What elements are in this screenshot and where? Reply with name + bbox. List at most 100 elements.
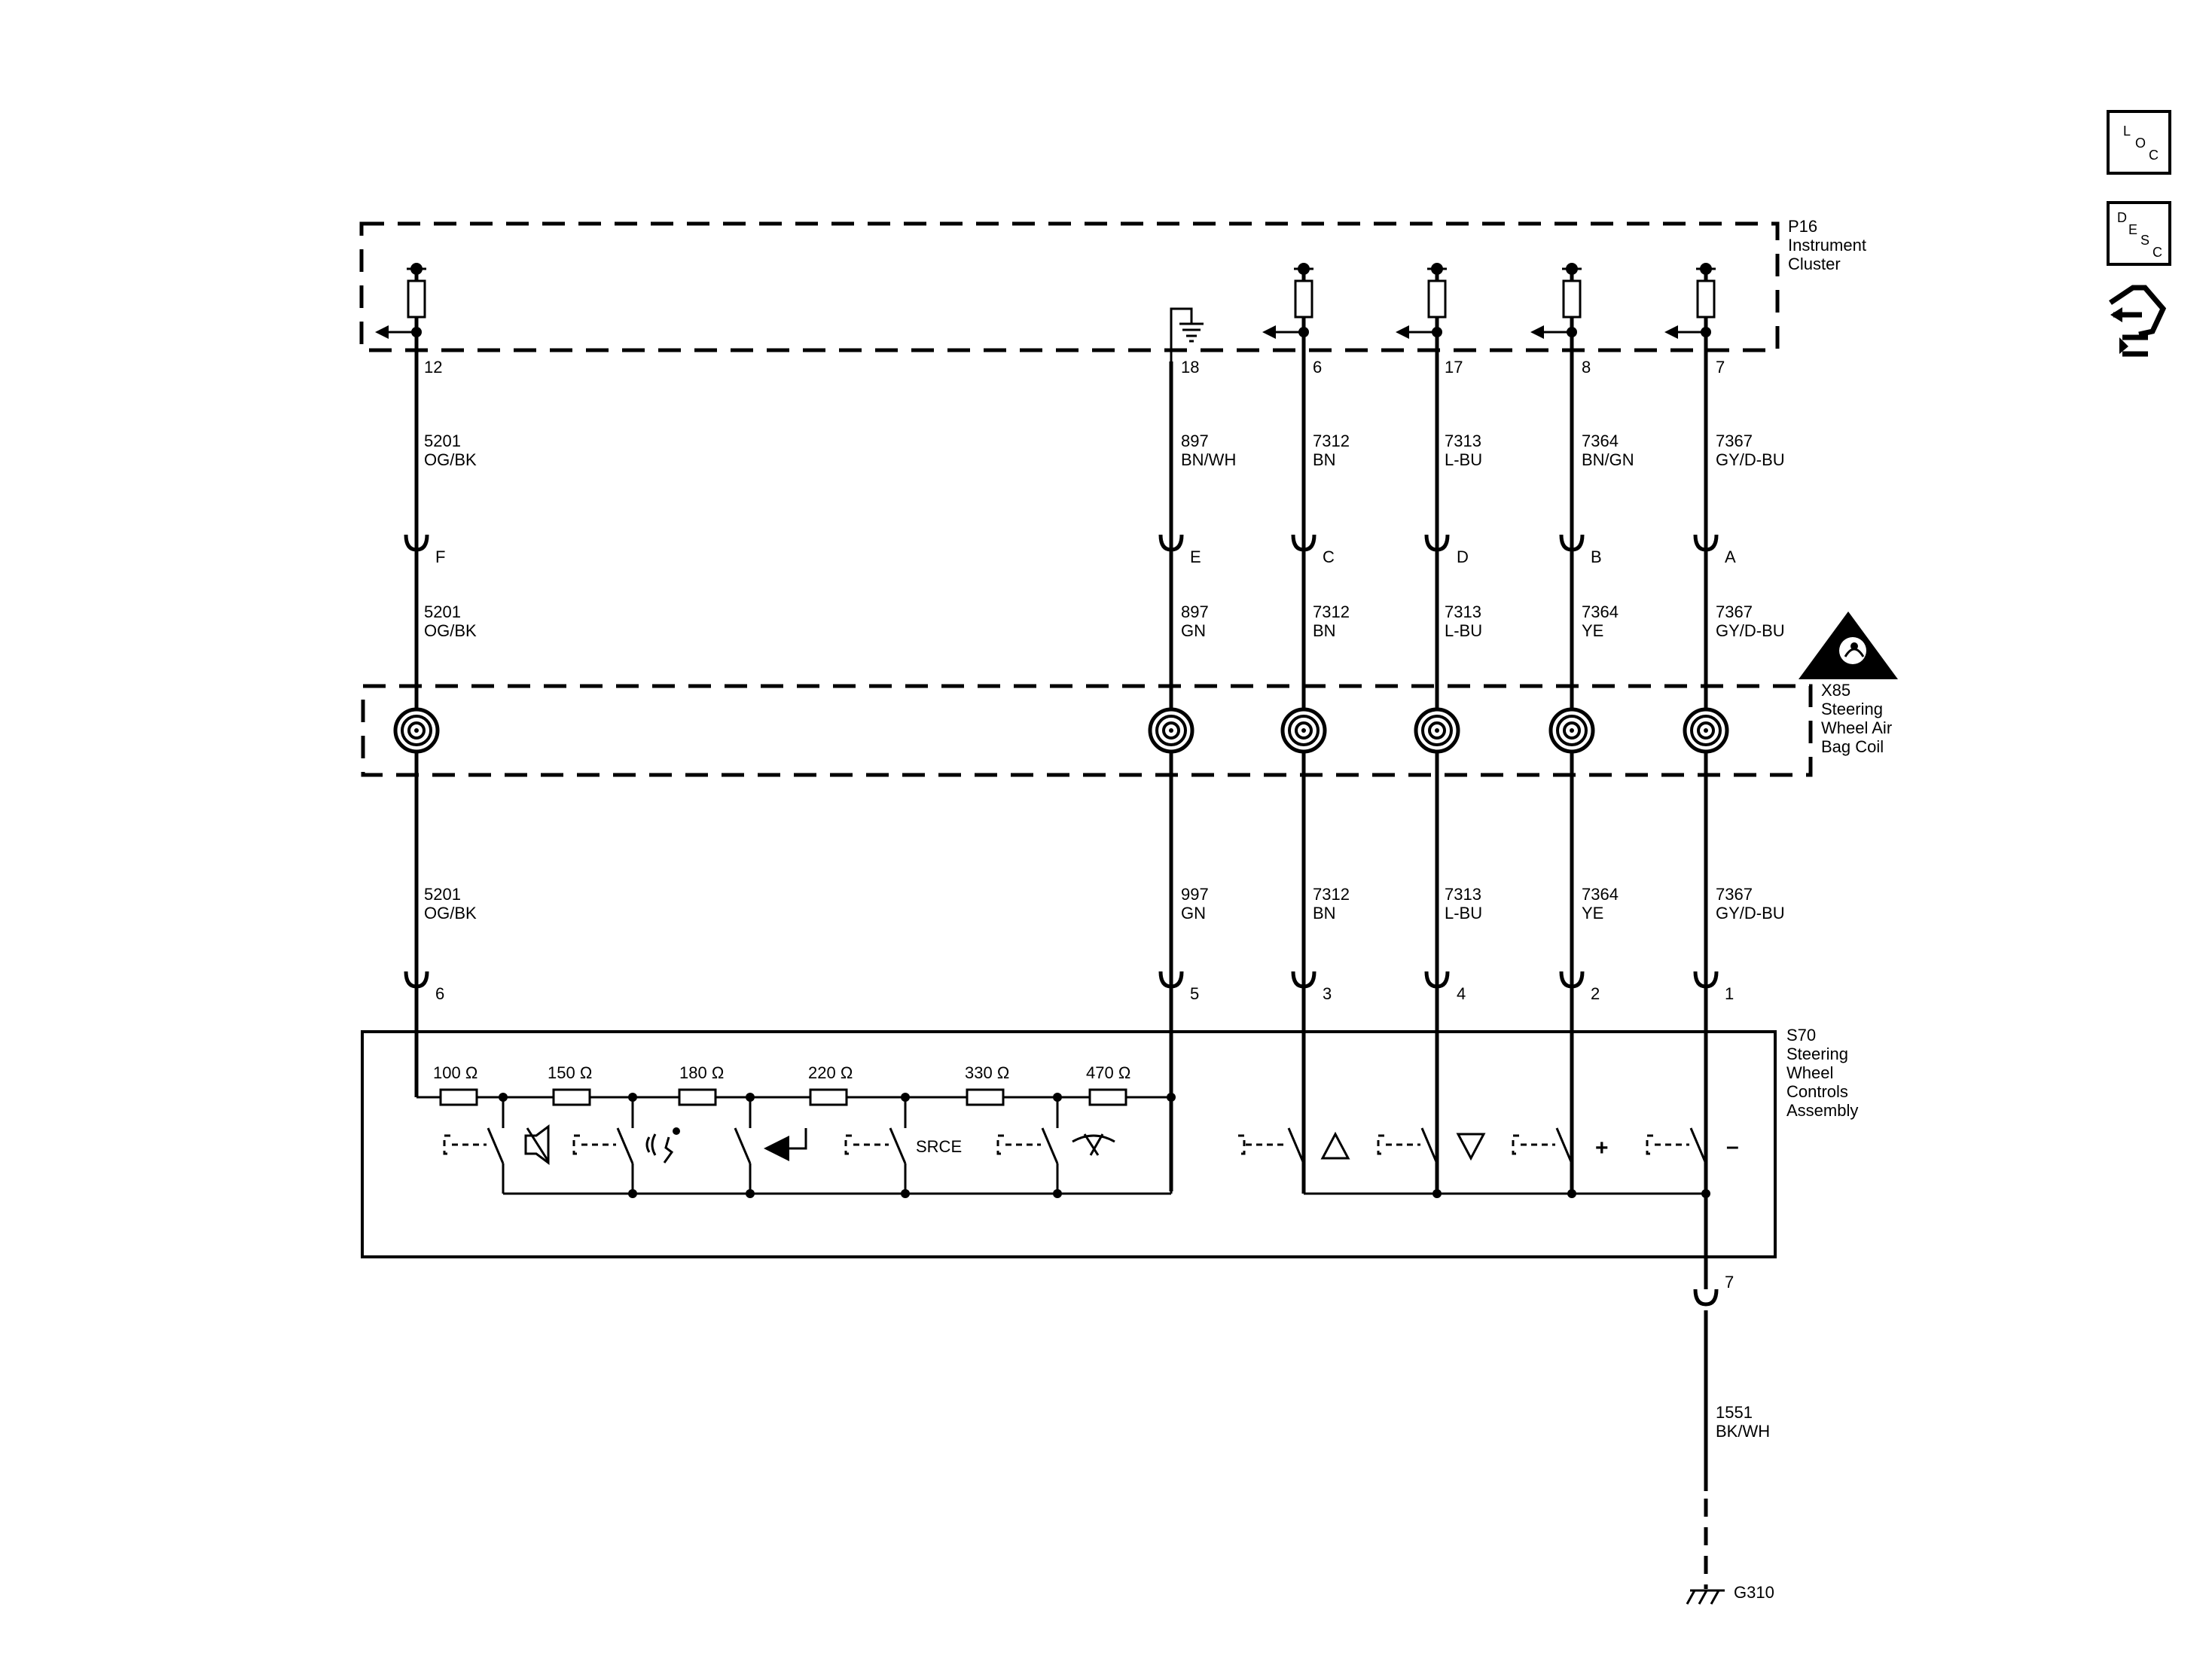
loc-letter-l: L — [2123, 124, 2131, 139]
g310-label: G310 — [1734, 1583, 1774, 1602]
svg-text:BN: BN — [1313, 904, 1336, 923]
s70-connector-3 — [1291, 971, 1317, 989]
svg-text:GY/D-BU: GY/D-BU — [1716, 621, 1785, 640]
x85-label-4: Bag Coil — [1821, 737, 1884, 756]
s70-connector-5 — [1158, 971, 1184, 989]
desc-letter-s: S — [2140, 233, 2150, 248]
svg-text:OG/BK: OG/BK — [424, 621, 477, 640]
p16-pin-7: 7 — [1716, 358, 1725, 377]
down-triangle-icon — [1456, 1133, 1486, 1161]
inline-pin-d: D — [1457, 547, 1469, 566]
airbag-warning-icon — [1799, 611, 1898, 679]
svg-text:BN/GN: BN/GN — [1582, 450, 1634, 469]
svg-text:GN: GN — [1181, 621, 1206, 640]
coil-icon — [1148, 707, 1194, 754]
minus-switch-label: – — [1726, 1134, 1739, 1159]
resistor-ladder — [416, 1088, 1176, 1106]
p16-pin-6: 6 — [1313, 358, 1322, 377]
p16-input-7 — [1664, 263, 1716, 339]
svg-text:7313: 7313 — [1445, 602, 1481, 621]
source-switch-label: SRCE — [916, 1137, 962, 1156]
svg-text:YE: YE — [1582, 621, 1603, 640]
p16-pin-8: 8 — [1582, 358, 1591, 377]
svg-text:7313: 7313 — [1445, 885, 1481, 904]
p16-ground-18 — [1170, 307, 1204, 361]
svg-text:BN: BN — [1313, 450, 1336, 469]
svg-text:7364: 7364 — [1582, 885, 1619, 904]
resistor-180-label: 180 Ω — [679, 1063, 724, 1082]
coil-icon — [1548, 707, 1595, 754]
s70-connector-1 — [1693, 971, 1719, 989]
inline-pin-b: B — [1591, 547, 1602, 566]
resistor-330-label: 330 Ω — [965, 1063, 1009, 1082]
s70-pin-4: 4 — [1457, 984, 1466, 1003]
end-call-icon — [1072, 1133, 1115, 1156]
loc-button[interactable]: L O C — [2107, 110, 2171, 175]
inline-pin-f: F — [435, 547, 445, 566]
inline-connector-b — [1559, 534, 1585, 552]
coil-icon — [1280, 707, 1327, 754]
s70-connector-4 — [1424, 971, 1450, 989]
p16-label-3: Cluster — [1788, 255, 1841, 273]
svg-text:5201: 5201 — [424, 602, 461, 621]
svg-text:OG/BK: OG/BK — [424, 450, 477, 469]
resistor-150-label: 150 Ω — [548, 1063, 592, 1082]
p16-input-6 — [1262, 263, 1313, 339]
svg-text:997: 997 — [1181, 885, 1209, 904]
svg-text:L-BU: L-BU — [1445, 621, 1482, 640]
desc-letter-d: D — [2117, 210, 2127, 225]
inline-connector-a — [1693, 534, 1719, 552]
p16-instrument-cluster-box — [359, 221, 1780, 352]
s70-connector-2 — [1559, 971, 1585, 989]
loc-letter-c: C — [2149, 148, 2159, 163]
svg-text:897: 897 — [1181, 602, 1209, 621]
inline-connector-f — [404, 534, 429, 552]
s70-steering-wheel-controls-box — [361, 1030, 1777, 1258]
s70-label-1: S70 — [1786, 1026, 1816, 1045]
s70-connector-7 — [1693, 1289, 1719, 1307]
desc-button[interactable]: D E S C — [2107, 201, 2171, 266]
x85-label-2: Steering — [1821, 700, 1883, 718]
p16-input-17 — [1396, 263, 1447, 339]
switch-group-right — [1238, 1097, 1710, 1289]
loc-letter-o: O — [2135, 136, 2146, 151]
voice-command-icon — [645, 1127, 680, 1163]
svg-text:GN: GN — [1181, 904, 1206, 923]
p16-label-2: Instrument — [1788, 236, 1866, 255]
s70-label-3: Wheel — [1786, 1063, 1833, 1082]
svg-text:7367: 7367 — [1716, 602, 1753, 621]
s70-pin-6: 6 — [435, 984, 444, 1003]
inline-connector-e — [1158, 534, 1184, 552]
s70-connector-6 — [404, 971, 429, 989]
resistor-220-label: 220 Ω — [808, 1063, 853, 1082]
coil-icon — [393, 707, 440, 754]
wrench-hand-icon[interactable] — [2109, 285, 2167, 357]
svg-text:L-BU: L-BU — [1445, 450, 1482, 469]
inline-connector-d — [1424, 534, 1450, 552]
s70-pin-3: 3 — [1323, 984, 1332, 1003]
chassis-ground-icon — [1686, 1589, 1725, 1605]
svg-text:L-BU: L-BU — [1445, 904, 1482, 923]
mute-speaker-icon — [524, 1124, 550, 1165]
desc-letter-c: C — [2153, 245, 2162, 260]
x85-label-3: Wheel Air — [1821, 718, 1892, 737]
inline-pin-e: E — [1190, 547, 1201, 566]
s70-label-2: Steering — [1786, 1045, 1848, 1063]
inline-pin-c: C — [1323, 547, 1335, 566]
s70-label-4: Controls — [1786, 1082, 1848, 1101]
desc-letter-e: E — [2128, 222, 2138, 237]
